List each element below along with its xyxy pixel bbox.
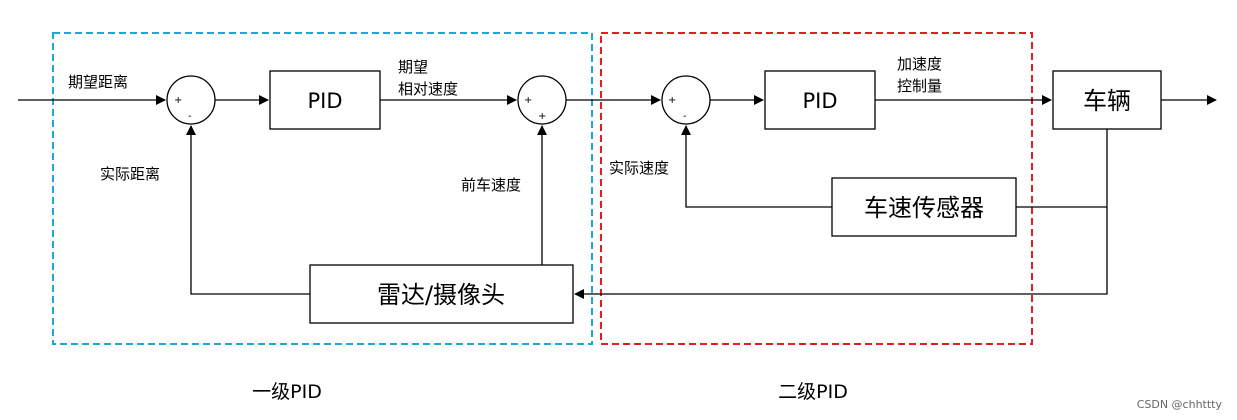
stage1-region [52,32,593,345]
sensor-to-sum3-feedback [681,125,832,208]
sum2-plus-sign-left: + [524,95,532,106]
sum1-minus-sign: - [188,111,192,122]
desired-distance-label: 期望距离 [68,73,128,91]
front-vehicle-speed-label: 前车速度 [461,176,521,194]
accel-control-label-line2: 控制量 [897,77,942,95]
vehicle-label: 车辆 [1083,87,1131,115]
actual-speed-label: 实际速度 [609,159,669,177]
stage1-caption: 一级PID [252,381,322,403]
accel-control-label-line1: 加速度 [897,55,942,73]
radar-camera-label: 雷达/摄像头 [377,281,505,309]
pid1-label: PID [307,89,342,113]
speed-sensor-block [831,177,1017,237]
vehicle-to-radar-feedback [574,129,1108,299]
stage2-region [600,32,1033,345]
watermark: CSDN @chhttty [1137,398,1223,411]
sum2-plus-sign-bottom: + [538,111,546,122]
pid2-label: PID [802,89,837,113]
radar-camera-block [309,264,574,324]
sum3-plus-sign: + [668,95,676,106]
pid2-block [764,70,876,130]
speed-sensor-label: 车速传感器 [864,194,984,222]
radar-to-sum1-feedback [186,125,310,295]
stage2-caption: 二级PID [778,381,848,403]
actual-distance-label: 实际距离 [100,165,160,183]
sum3-minus-sign: - [683,111,687,122]
pid1-block [269,70,381,130]
desired-relative-speed-label-line2: 相对速度 [398,80,458,98]
sum1-plus-sign: + [174,95,182,106]
desired-relative-speed-label-line1: 期望 [398,58,428,76]
